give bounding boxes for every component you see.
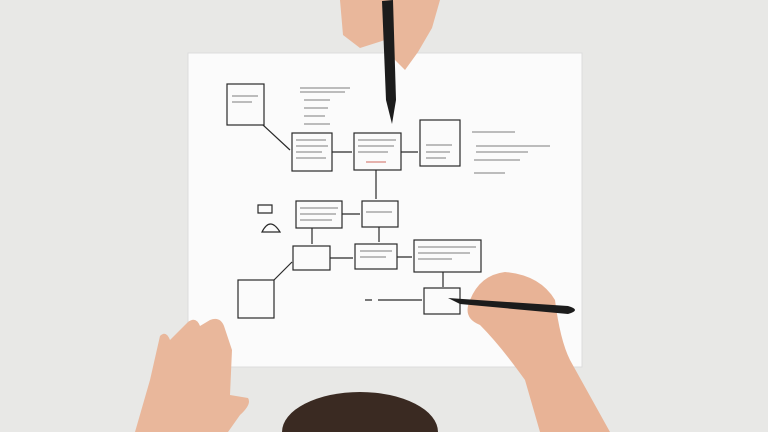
top-hand-with-pen — [340, 0, 440, 124]
pen — [382, 0, 396, 100]
flow-box — [419, 119, 461, 167]
flow-box — [237, 279, 275, 319]
marker-pen — [448, 298, 575, 314]
flow-box — [361, 200, 399, 228]
right-hand-with-pen — [448, 272, 610, 432]
scribbled-text — [232, 87, 550, 260]
flow-box — [226, 83, 265, 126]
person-head — [282, 392, 438, 432]
hand-drawn-flowchart — [226, 83, 482, 319]
flow-box — [413, 239, 482, 273]
left-hand — [135, 318, 249, 432]
